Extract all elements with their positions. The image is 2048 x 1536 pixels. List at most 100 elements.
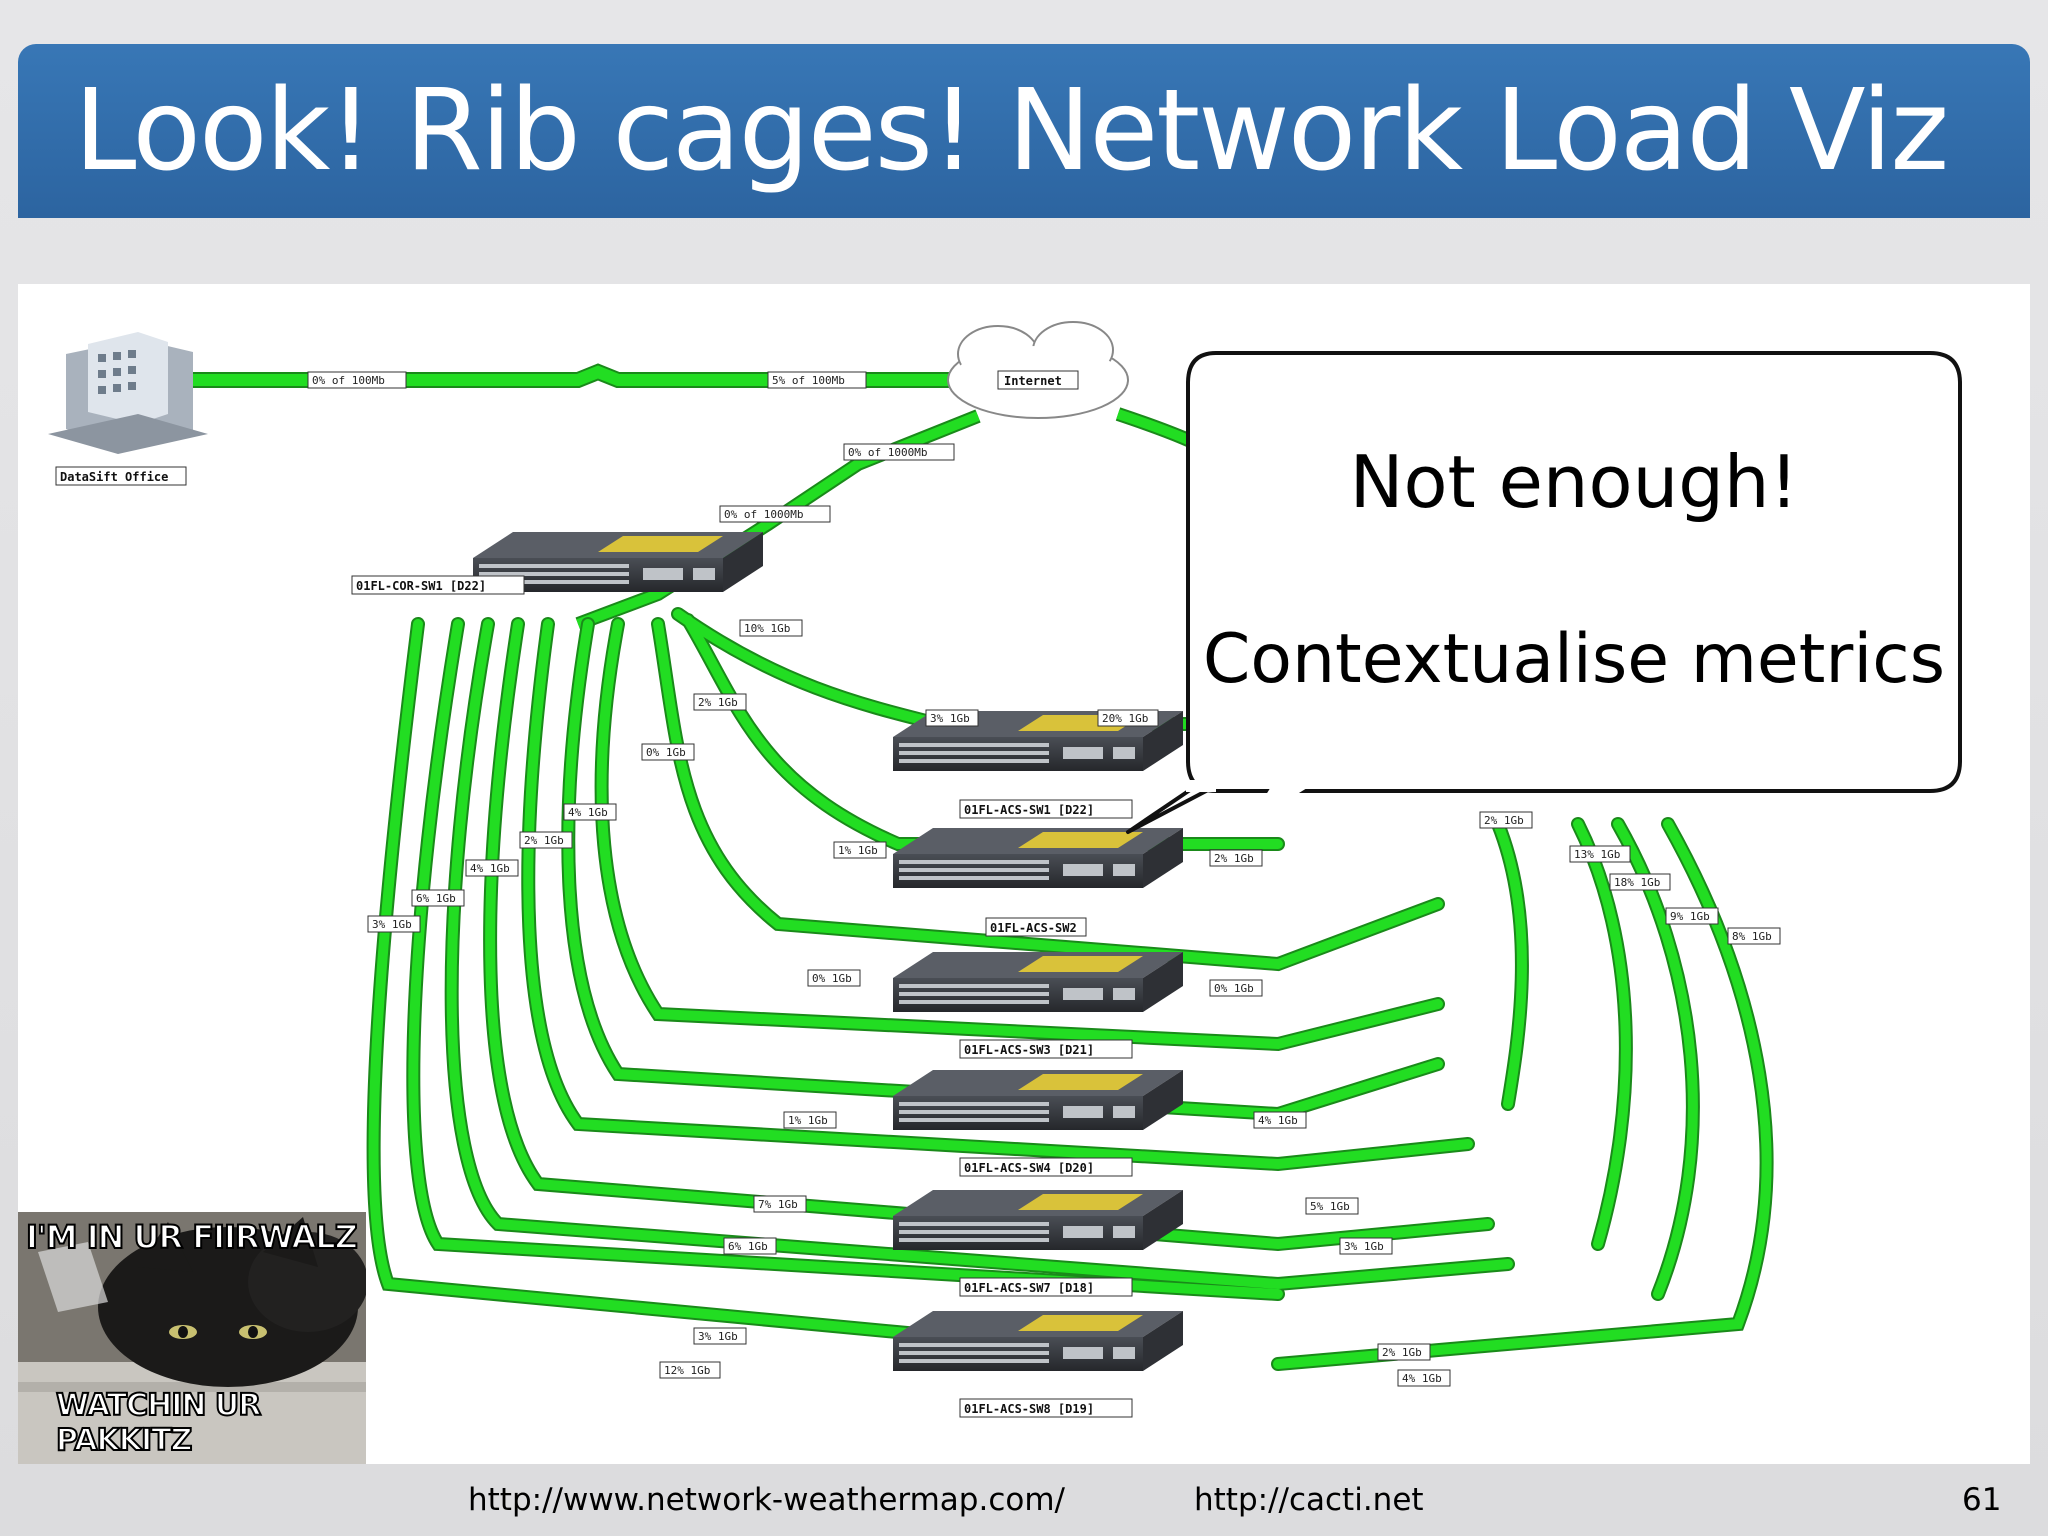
switch-1-label: 01FL-ACS-SW1 [D22] (964, 803, 1094, 817)
svg-text:4% 1Gb: 4% 1Gb (1258, 1114, 1298, 1127)
svg-text:0% of 1000Mb: 0% of 1000Mb (848, 446, 927, 459)
link-label: 4% 1Gb (1253, 1111, 1307, 1129)
svg-text:2% 1Gb: 2% 1Gb (1484, 814, 1524, 827)
svg-text:6% 1Gb: 6% 1Gb (416, 892, 456, 905)
office-label: DataSift Office (60, 470, 168, 484)
link-label: 6% 1Gb (411, 889, 465, 907)
svg-text:0% 1Gb: 0% 1Gb (646, 746, 686, 759)
core-switch-node: 01FL-COR-SW1 [D22] (351, 532, 763, 595)
link-label: 4% 1Gb (563, 803, 617, 821)
svg-text:3% 1Gb: 3% 1Gb (1344, 1240, 1384, 1253)
svg-text:2% 1Gb: 2% 1Gb (698, 696, 738, 709)
lolcat-meme-image: I'M IN UR FIIRWALZ WATCHIN UR PAKKITZ (18, 1212, 366, 1464)
link-labels: 0% of 100Mb 5% of 100Mb 0% of 1000Mb 0% … (307, 371, 1781, 1387)
svg-text:13% 1Gb: 13% 1Gb (1574, 848, 1620, 861)
access-switch-2: 01FL-ACS-SW2 (893, 828, 1183, 937)
link-label: 9% 1Gb (1665, 907, 1719, 925)
access-switch-4: 01FL-ACS-SW4 [D20] (893, 1070, 1183, 1177)
core-downlinks (366, 607, 1774, 1371)
svg-text:0% of 100Mb: 0% of 100Mb (312, 374, 385, 387)
link-label: 6% 1Gb (723, 1237, 777, 1255)
link-label: 5% 1Gb (1305, 1197, 1359, 1215)
link-label: 0% 1Gb (641, 743, 695, 761)
meme-bottom-caption: WATCHIN UR PAKKITZ (55, 1387, 262, 1459)
svg-text:1% 1Gb: 1% 1Gb (788, 1114, 828, 1127)
svg-text:10% 1Gb: 10% 1Gb (744, 622, 790, 635)
switch-8-label: 01FL-ACS-SW8 [D19] (964, 1402, 1094, 1416)
link-label: 8% 1Gb (1727, 927, 1781, 945)
callout-subtext: Contextualise metrics (1202, 620, 1946, 699)
link-label: 3% 1Gb (925, 709, 979, 727)
link-label: 3% 1Gb (693, 1327, 747, 1345)
link-label: 0% 1Gb (1209, 979, 1263, 997)
link-label: 2% 1Gb (519, 831, 573, 849)
svg-text:4% 1Gb: 4% 1Gb (1402, 1372, 1442, 1385)
svg-text:3% 1Gb: 3% 1Gb (930, 712, 970, 725)
slide-title: Look! Rib cages! Network Load Viz (74, 66, 1949, 196)
link-label: 0% of 1000Mb (719, 505, 831, 523)
callout-pointer (1126, 780, 1216, 834)
svg-text:4% 1Gb: 4% 1Gb (470, 862, 510, 875)
access-switch-1: 01FL-ACS-SW1 [D22] (893, 711, 1183, 819)
switch-2-label: 01FL-ACS-SW2 (990, 921, 1077, 935)
cat-illustration (18, 1212, 366, 1464)
network-weathermap-diagram: DataSift Office Internet 01FL-COR-SW1 [D… (48, 321, 1781, 1418)
office-node: DataSift Office (48, 332, 208, 486)
svg-text:0% 1Gb: 0% 1Gb (812, 972, 852, 985)
link-label: 10% 1Gb (739, 619, 803, 637)
svg-text:4% 1Gb: 4% 1Gb (568, 806, 608, 819)
svg-text:3% 1Gb: 3% 1Gb (698, 1330, 738, 1343)
office-building-icon (48, 332, 208, 454)
title-bar: Look! Rib cages! Network Load Viz (18, 44, 2030, 218)
svg-text:8% 1Gb: 8% 1Gb (1732, 930, 1772, 943)
svg-text:0% 1Gb: 0% 1Gb (1214, 982, 1254, 995)
svg-text:2% 1Gb: 2% 1Gb (1382, 1346, 1422, 1359)
footer-link-weathermap[interactable]: http://www.network-weathermap.com/ (468, 1482, 1065, 1518)
link-label: 1% 1Gb (783, 1111, 837, 1129)
svg-text:5% of 100Mb: 5% of 100Mb (772, 374, 845, 387)
svg-text:12% 1Gb: 12% 1Gb (664, 1364, 710, 1377)
link-label: 5% of 100Mb (767, 371, 867, 389)
footer-link-cacti[interactable]: http://cacti.net (1194, 1482, 1424, 1518)
switch-4-label: 01FL-ACS-SW4 [D20] (964, 1161, 1094, 1175)
link-label: 13% 1Gb (1569, 845, 1631, 863)
svg-text:20% 1Gb: 20% 1Gb (1102, 712, 1148, 725)
switch-3-label: 01FL-ACS-SW3 [D21] (964, 1043, 1094, 1057)
svg-text:0% of 1000Mb: 0% of 1000Mb (724, 508, 803, 521)
svg-text:5% 1Gb: 5% 1Gb (1310, 1200, 1350, 1213)
page-number: 61 (1962, 1482, 2002, 1518)
link-label: 1% 1Gb (833, 841, 887, 859)
meme-top-caption: I'M IN UR FIIRWALZ (25, 1217, 359, 1257)
link-label: 20% 1Gb (1097, 709, 1159, 727)
svg-text:2% 1Gb: 2% 1Gb (1214, 852, 1254, 865)
link-office-internet (163, 363, 958, 388)
svg-text:18% 1Gb: 18% 1Gb (1614, 876, 1660, 889)
internet-label: Internet (1004, 374, 1062, 388)
switch-7-label: 01FL-ACS-SW7 [D18] (964, 1281, 1094, 1295)
link-label: 18% 1Gb (1609, 873, 1671, 891)
access-switch-7: 01FL-ACS-SW7 [D18] (893, 1190, 1183, 1297)
link-label: 2% 1Gb (1479, 811, 1533, 829)
access-switch-3: 01FL-ACS-SW3 [D21] (893, 952, 1183, 1059)
link-label: 2% 1Gb (693, 693, 747, 711)
link-label: 7% 1Gb (753, 1195, 807, 1213)
svg-text:9% 1Gb: 9% 1Gb (1670, 910, 1710, 923)
svg-text:7% 1Gb: 7% 1Gb (758, 1198, 798, 1211)
link-label: 12% 1Gb (659, 1361, 721, 1379)
svg-text:2% 1Gb: 2% 1Gb (524, 834, 564, 847)
link-label: 0% of 1000Mb (843, 443, 955, 461)
access-switch-8: 01FL-ACS-SW8 [D19] (893, 1311, 1183, 1418)
link-label: 0% 1Gb (807, 969, 861, 987)
link-label: 3% 1Gb (367, 915, 421, 933)
svg-text:6% 1Gb: 6% 1Gb (728, 1240, 768, 1253)
link-label: 0% of 100Mb (307, 371, 407, 389)
svg-text:3% 1Gb: 3% 1Gb (372, 918, 412, 931)
link-label: 3% 1Gb (1339, 1237, 1393, 1255)
callout-heading: Not enough! (1349, 440, 1799, 524)
callout-bubble (1186, 351, 1962, 793)
link-label: 2% 1Gb (1209, 849, 1263, 867)
cloud-icon (947, 321, 1129, 419)
internet-node: Internet (947, 321, 1129, 419)
svg-text:1% 1Gb: 1% 1Gb (838, 844, 878, 857)
link-label: 4% 1Gb (465, 859, 519, 877)
